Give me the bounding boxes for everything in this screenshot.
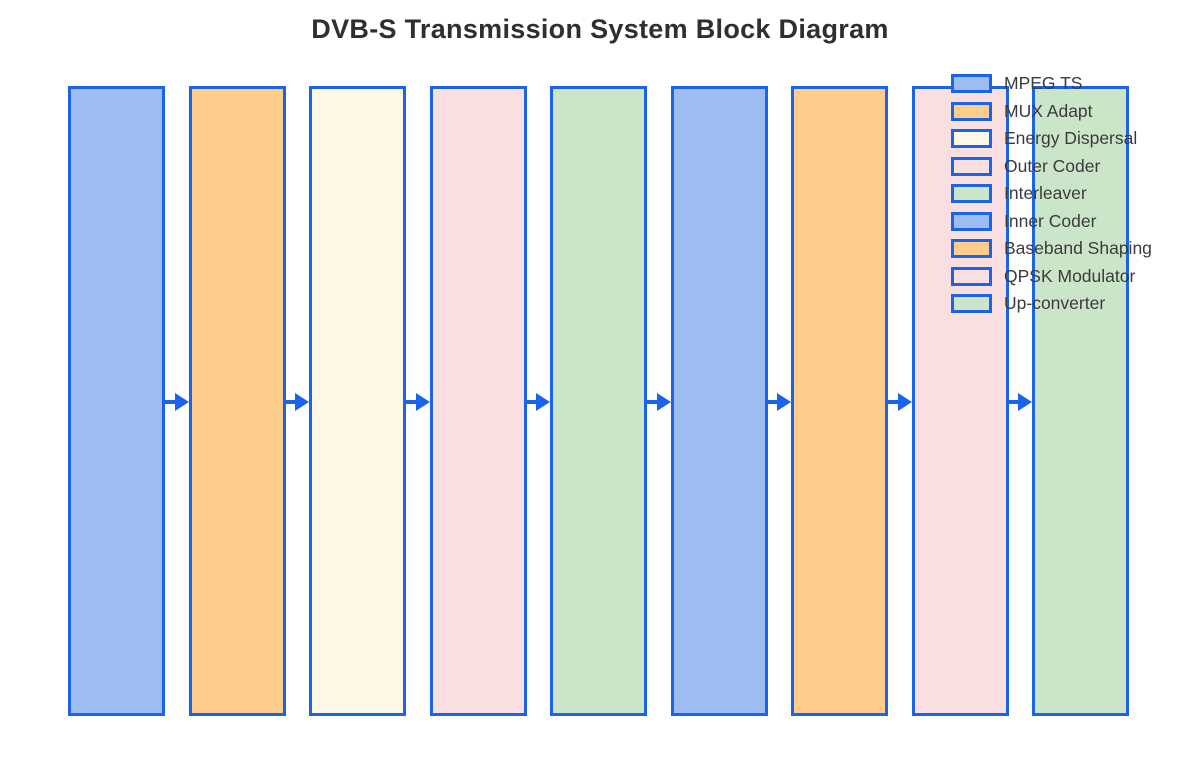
legend-label: MPEG TS — [1004, 73, 1083, 93]
legend-label: Outer Coder — [1004, 155, 1101, 176]
legend-swatch-icon — [951, 156, 992, 176]
flow-arrow-5 — [647, 393, 671, 411]
flow-arrow-2 — [285, 393, 309, 411]
legend-label: Interleaver — [1004, 183, 1087, 203]
block-mpeg-ts — [68, 86, 165, 716]
legend-item-interleaver: Interleaver — [951, 183, 1152, 203]
legend-label: Up-converter — [1004, 293, 1106, 313]
legend-item-up-converter: Up-converter — [951, 293, 1152, 313]
legend-swatch-icon — [951, 294, 992, 313]
arrow-shaft — [406, 400, 418, 404]
legend-label: Energy Dispersal — [1004, 128, 1138, 148]
arrow-head-icon — [897, 393, 912, 411]
legend-swatch-icon — [951, 211, 992, 231]
block-inner-coder — [670, 86, 768, 716]
legend-item-qpsk-modulator: QPSK Modulator — [951, 265, 1152, 286]
legend-swatch-icon — [951, 239, 992, 258]
block-baseband-shaping — [791, 86, 888, 716]
block-energy-dispersal — [309, 86, 406, 716]
legend-item-inner-coder: Inner Coder — [951, 210, 1152, 231]
legend-item-energy-dispersal: Energy Dispersal — [951, 128, 1152, 148]
flow-arrow-1 — [165, 393, 189, 411]
legend-item-baseband-shaping: Baseband Shaping — [951, 238, 1152, 258]
legend-label: Baseband Shaping — [1004, 238, 1152, 258]
legend-item-outer-coder: Outer Coder — [951, 155, 1152, 176]
legend-swatch-icon — [951, 74, 992, 93]
page-title: DVB-S Transmission System Block Diagram — [311, 14, 889, 44]
flow-arrow-3 — [406, 393, 430, 411]
flow-arrow-6 — [767, 393, 791, 411]
arrow-head-icon — [415, 393, 430, 411]
flow-arrow-8 — [1008, 393, 1032, 411]
arrow-head-icon — [536, 393, 550, 411]
legend-label: QPSK Modulator — [1004, 265, 1136, 286]
arrow-shaft — [165, 400, 177, 404]
arrow-head-icon — [174, 393, 189, 411]
legend-label: MUX Adapt — [1004, 100, 1093, 121]
arrow-head-icon — [295, 393, 309, 411]
arrow-shaft — [647, 400, 659, 404]
arrow-shaft — [1008, 400, 1021, 404]
block-outer-coder — [429, 86, 527, 716]
legend-swatch-icon — [951, 266, 992, 286]
legend-swatch-icon — [951, 184, 992, 203]
legend-item-mpeg-ts: MPEG TS — [951, 73, 1152, 93]
block-up-converter — [1032, 86, 1129, 716]
legend-label: Inner Coder — [1004, 210, 1097, 231]
arrow-shaft — [285, 400, 298, 404]
flow-arrow-7 — [888, 393, 912, 411]
arrow-shaft — [526, 400, 539, 404]
arrow-head-icon — [1018, 393, 1032, 411]
legend-item-mux-adapt: MUX Adapt — [951, 100, 1152, 121]
block-mux-adapt — [188, 86, 286, 716]
arrow-shaft — [767, 400, 780, 404]
arrow-shaft — [888, 400, 900, 404]
flow-arrow-4 — [526, 393, 550, 411]
arrow-head-icon — [777, 393, 791, 411]
legend-swatch-icon — [951, 101, 992, 121]
legend-swatch-icon — [951, 129, 992, 148]
block-interleaver — [550, 86, 647, 716]
arrow-head-icon — [656, 393, 671, 411]
